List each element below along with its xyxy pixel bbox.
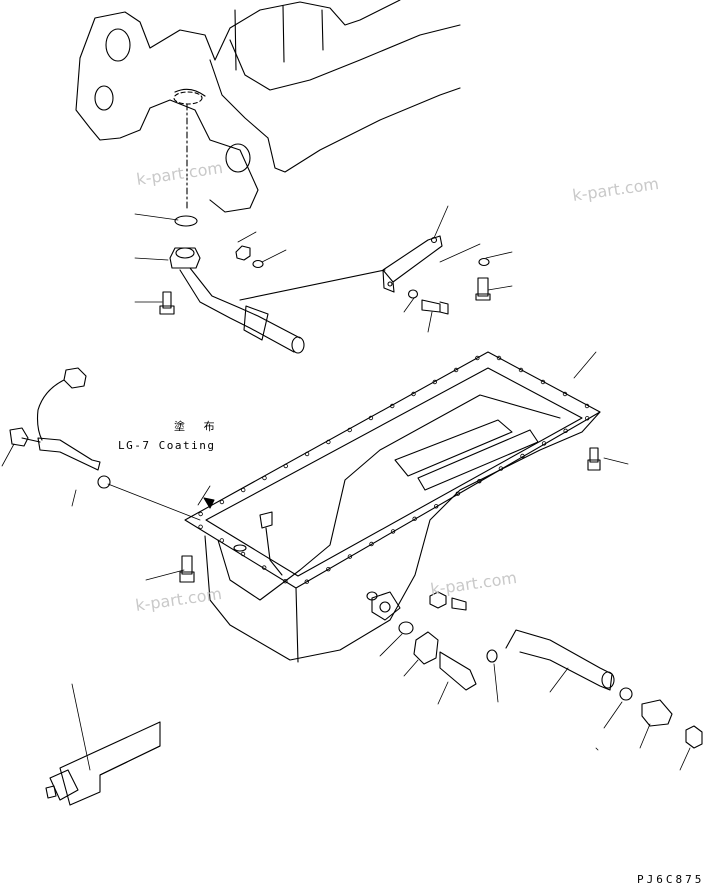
leader-line: [134, 213, 179, 221]
bolt-hole: [411, 391, 416, 397]
leader-line: [197, 485, 211, 506]
bolt-hole: [198, 511, 203, 517]
bolt-hole: [475, 355, 480, 361]
o-ring: [174, 215, 198, 227]
bolt-hole: [304, 579, 309, 584]
leader-lines: [1, 205, 691, 771]
suction-pipe: [169, 247, 386, 354]
leader-line: [134, 257, 169, 261]
leader-line: [403, 297, 415, 313]
leader-line: [439, 243, 481, 263]
drawing-number: PJ6C875: [637, 873, 705, 886]
bolt-hole: [241, 487, 246, 493]
leader-line: [433, 205, 449, 239]
bolt-hole: [520, 453, 525, 459]
bolts-washers-upper: [159, 245, 491, 315]
leader-line: [603, 457, 629, 465]
coating-note-jp: 塗 布: [174, 420, 221, 433]
leader-line: [403, 659, 419, 677]
bolt-hole: [584, 403, 590, 409]
leader-line: [573, 351, 597, 379]
bolt-hole: [219, 499, 225, 505]
bolt-hole: [518, 367, 524, 373]
drain-parts: [398, 591, 703, 749]
pan-flange-bolt-holes: [198, 355, 590, 584]
bolt-hole: [219, 538, 224, 543]
leader-line: [485, 251, 513, 259]
bolt-hole: [453, 367, 459, 373]
bolt-hole: [283, 463, 288, 469]
leader-line: [549, 667, 569, 693]
bolt-hole: [326, 439, 331, 445]
bolt-hole: [563, 428, 568, 434]
leader-line: [639, 723, 651, 749]
bolt-hole: [368, 415, 374, 421]
bolt-hole: [562, 391, 568, 397]
leader-line: [379, 633, 403, 657]
leader-line: [679, 747, 691, 771]
leader-line: [71, 683, 91, 771]
level-sensor-parts: [9, 367, 601, 583]
leader-line: [145, 569, 185, 581]
bolt-hole: [498, 466, 504, 471]
bolt-hole: [455, 491, 460, 496]
oil-pan: [184, 351, 601, 663]
bolt-hole: [477, 478, 482, 484]
bolt-hole: [496, 355, 502, 361]
leader-line: [427, 311, 433, 333]
bolt-hole: [390, 403, 395, 409]
bolt-hole: [585, 416, 590, 421]
bolt-hole: [326, 566, 331, 572]
leader-line: [1, 443, 15, 467]
bolt-hole: [347, 554, 353, 559]
bolt-hole: [283, 579, 288, 584]
bolt-hole: [262, 475, 267, 481]
coating-note-en: LG-7 Coating: [118, 439, 216, 452]
bolt-hole: [347, 427, 352, 433]
bolt-hole: [262, 565, 267, 570]
leader-line: [603, 701, 623, 729]
leader-line: [107, 483, 201, 521]
leader-line: [487, 285, 513, 291]
bolt-hole: [412, 516, 417, 522]
bolt-hole: [540, 379, 546, 385]
bolt-hole: [541, 441, 547, 446]
bolt-hole: [369, 541, 374, 547]
leader-line: [71, 489, 77, 507]
pipe-bracket: [382, 235, 443, 293]
leader-line: [595, 747, 599, 751]
bolt-hole: [198, 524, 203, 529]
bolt-hole: [434, 504, 439, 509]
leader-line: [493, 663, 499, 703]
leader-line: [237, 231, 257, 243]
bolt-hole: [304, 451, 310, 457]
coating-arrow: [203, 497, 215, 509]
leader-line: [437, 681, 449, 705]
bolt-hole: [432, 379, 437, 385]
bolt-hole: [390, 529, 396, 534]
engine-block: [75, 0, 461, 213]
service-tool: [45, 721, 161, 806]
leader-line: [261, 249, 287, 263]
bolt-hole: [240, 551, 246, 557]
